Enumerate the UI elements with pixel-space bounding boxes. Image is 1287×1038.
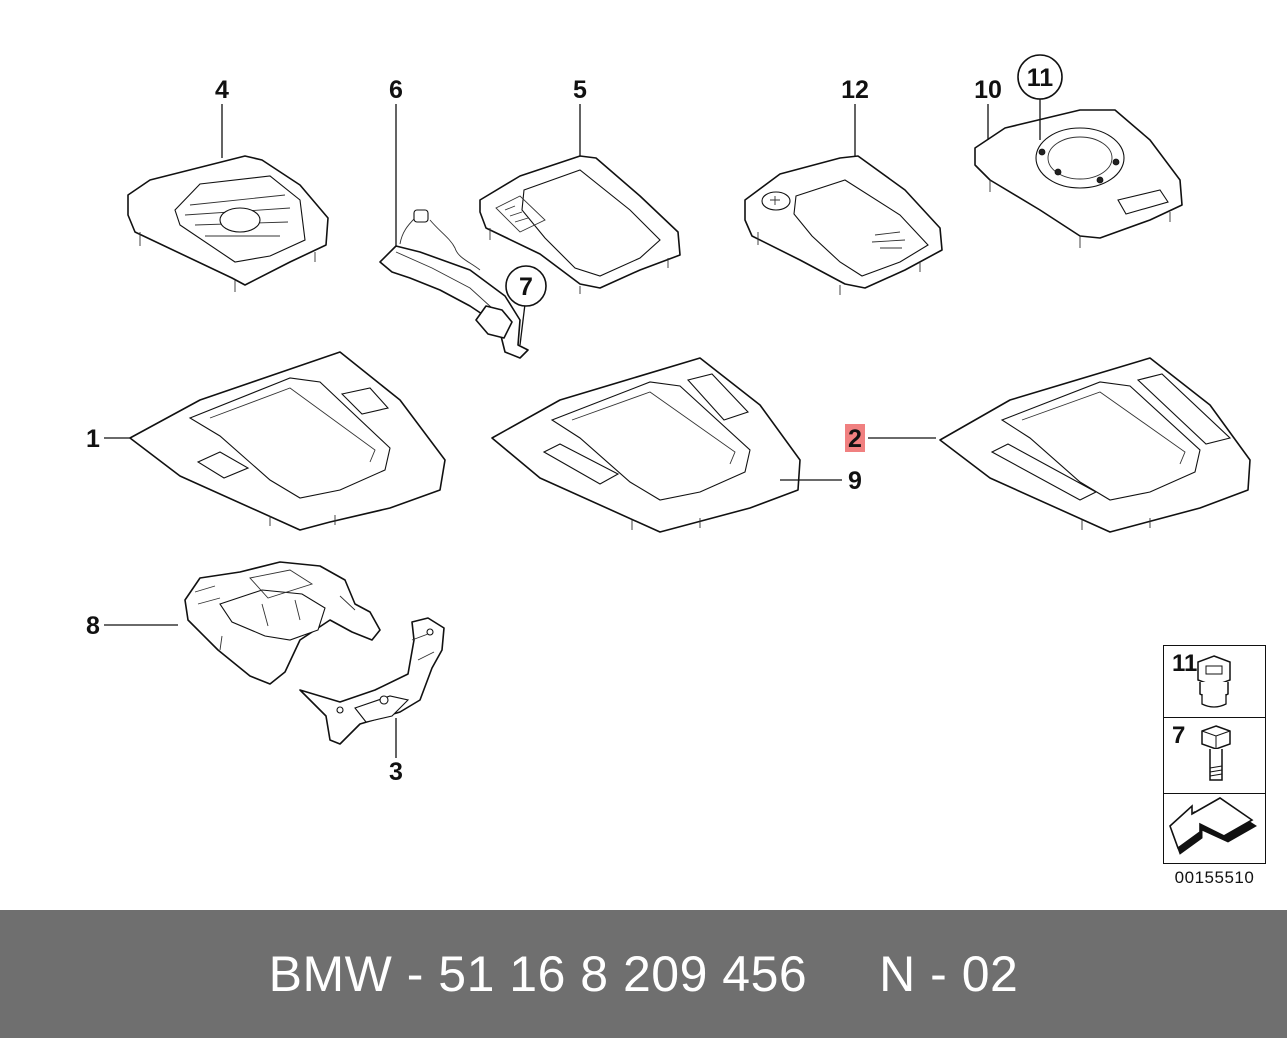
part-2-drawing [939,357,1251,533]
callout-1: 1 [86,425,100,453]
part-3-drawing [299,617,445,745]
hex-bolt-icon [1201,725,1231,781]
part-number-text: BMW - 51 16 8 209 456 N - 02 [268,946,1019,1002]
callout-9: 9 [848,467,862,495]
exploded-parts-diagram: 4 6 5 12 10 11 7 1 2 9 8 3 [86,54,1251,786]
part-10-drawing [974,109,1183,248]
part-4-drawing [127,155,329,292]
legend-item-number: 7 [1172,722,1186,749]
callout-10: 10 [974,76,1002,104]
callout-5: 5 [573,76,587,104]
callout-2-highlight [845,424,865,452]
document-number: 00155510 [1174,868,1255,887]
part-9-drawing [491,357,801,533]
legend-row-nut: 11 [1164,646,1265,718]
part-8-drawing [184,561,381,685]
part-12-drawing [744,155,943,295]
callout-6: 6 [389,76,403,104]
legend-item-number: 11 [1172,650,1198,677]
part-number-footer: BMW - 51 16 8 209 456 N - 02 [0,910,1287,1038]
callout-3: 3 [389,758,403,786]
part-5-drawing [479,155,681,294]
part-6-drawing [379,209,529,359]
callout-11-ring [1017,54,1063,100]
callout-2: 2 [848,425,862,453]
callout-7-ring [505,265,547,307]
direction-arrow-icon [1169,797,1257,855]
callout-7: 7 [519,273,533,301]
leader-lines [104,96,1041,758]
callout-12: 12 [841,76,869,104]
callout-11: 11 [1027,64,1054,92]
callout-labels: 4 6 5 12 10 11 7 1 2 9 8 3 [86,64,1053,786]
callout-8: 8 [86,612,100,640]
legend-row-arrow [1164,794,1265,864]
part-1-drawing [129,351,446,531]
legend-row-bolt: 7 [1164,718,1265,794]
hex-nut-icon [1197,655,1231,708]
fastener-legend: 11 7 [1163,645,1266,864]
callout-4: 4 [215,76,229,104]
